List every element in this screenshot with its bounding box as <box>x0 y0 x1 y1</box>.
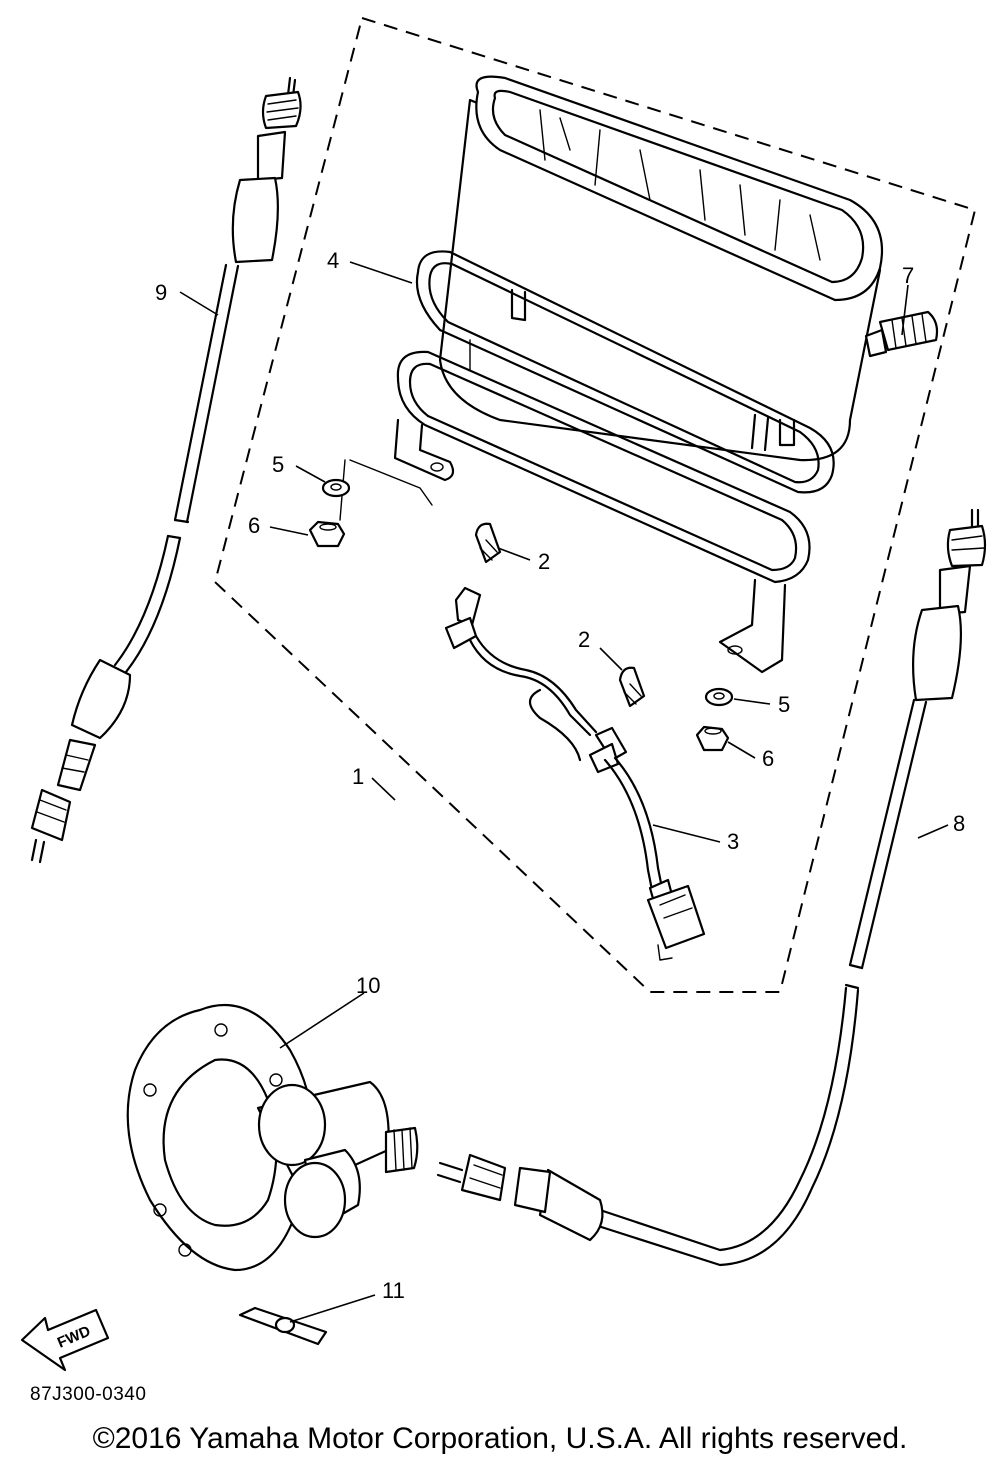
copyright-notice: ©2016 Yamaha Motor Corporation, U.S.A. A… <box>92 1422 908 1455</box>
bulb-lower <box>618 666 646 708</box>
callout-3: 3 <box>727 829 739 854</box>
washer-left <box>321 478 351 498</box>
callout-1: 1 <box>352 764 364 789</box>
callout-5-right: 5 <box>778 692 790 717</box>
callout-5-left: 5 <box>272 452 284 477</box>
callout-6-left: 6 <box>248 513 260 538</box>
gasket <box>415 250 835 494</box>
reset-knob <box>864 310 939 358</box>
cable-right <box>436 508 987 1267</box>
bulb-upper <box>474 522 502 564</box>
callout-8: 8 <box>953 811 965 836</box>
callout-9: 9 <box>155 280 167 305</box>
cable-left <box>30 76 302 864</box>
meter-housing <box>438 75 884 462</box>
wire-harness <box>444 586 706 961</box>
pin <box>238 1306 328 1346</box>
callout-6-right: 6 <box>762 746 774 771</box>
nut-left <box>308 520 346 548</box>
callout-10: 10 <box>356 973 380 998</box>
leader-lines <box>179 261 949 1323</box>
nut-right <box>695 725 730 752</box>
bracket <box>393 350 811 674</box>
fwd-arrow: FWD <box>20 1308 110 1372</box>
callout-7: 7 <box>902 263 914 288</box>
diagram-code: 87J300-0340 <box>30 1384 147 1405</box>
washer-right <box>704 687 734 707</box>
callout-11: 11 <box>382 1278 405 1303</box>
speedometer-gear-unit <box>126 1003 419 1272</box>
callout-4: 4 <box>327 248 339 273</box>
callout-2-upper: 2 <box>538 549 550 574</box>
callout-2-lower: 2 <box>578 627 590 652</box>
assembly-boundary <box>213 16 977 993</box>
